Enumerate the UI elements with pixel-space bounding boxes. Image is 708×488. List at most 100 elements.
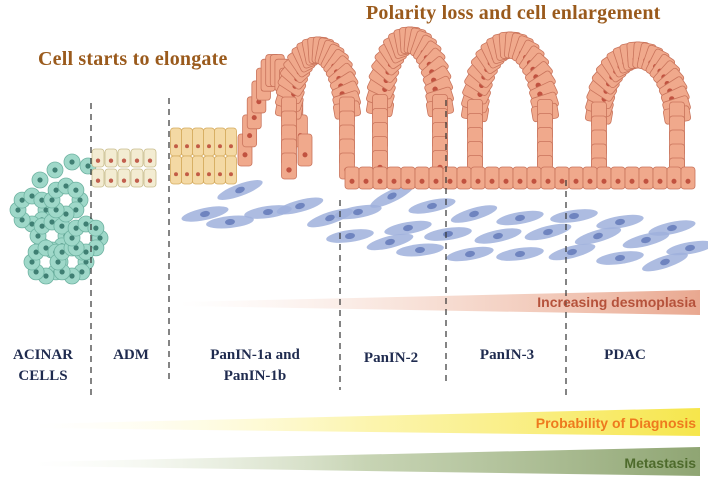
fibroblast-cell — [496, 247, 544, 261]
epithelial-cell — [143, 168, 157, 188]
fibroblast-cell — [524, 223, 572, 241]
epithelial-cell — [442, 166, 458, 190]
epithelial-cell — [358, 166, 374, 190]
epithelial-cell — [181, 155, 193, 185]
epithelial-cell — [526, 166, 542, 190]
epithelial-duct — [9, 26, 696, 285]
epithelial-cell — [456, 166, 472, 190]
epithelial-cell — [203, 127, 215, 157]
panin-loop-4 — [460, 31, 560, 182]
epithelial-cell — [214, 127, 226, 157]
acinar-cell — [31, 171, 49, 189]
fibroblast-cell — [370, 184, 414, 208]
acinar-cell — [87, 219, 105, 237]
fibroblast-cell — [548, 243, 596, 261]
epithelial-cell — [638, 166, 654, 190]
desmoplasia-bar — [180, 290, 700, 315]
stage-label-adm: ADM — [113, 347, 149, 363]
stage-label-panin1: PanIN-1a and PanIN-1b — [210, 347, 300, 384]
acinar-cell — [73, 263, 91, 281]
fibroblast-cell — [474, 228, 522, 244]
acinar-cell — [63, 153, 81, 171]
adm-duct — [91, 148, 157, 188]
epithelial-cell — [428, 166, 444, 190]
stage-label-acinar-text: ACINAR CELLS — [13, 347, 73, 384]
epithelial-cell — [596, 166, 612, 190]
epithelial-cell — [143, 148, 157, 168]
diagnosis-bar — [35, 408, 700, 436]
label-increasing-desmoplasia: Increasing desmoplasia — [537, 294, 696, 310]
stage-label-panin2: PanIN-2 — [363, 350, 419, 366]
epithelial-cell — [130, 168, 144, 188]
stage-label-acinar: ACINAR CELLS — [3, 345, 83, 387]
stroma-fibroblasts — [181, 180, 708, 272]
acinar-cluster — [9, 153, 109, 285]
fibroblast-cell — [574, 227, 622, 245]
epithelial-cell — [470, 166, 486, 190]
epithelial-cell — [104, 148, 118, 168]
epithelial-cell — [372, 166, 388, 190]
fibroblast-cell — [408, 198, 456, 214]
epithelial-cell — [624, 166, 640, 190]
epithelial-cell — [170, 127, 182, 157]
fibroblast-cell — [276, 197, 324, 215]
fibroblast-cell — [446, 246, 494, 262]
fibroblast-cell — [366, 233, 414, 251]
epithelial-cell — [680, 166, 696, 190]
epithelial-cell — [214, 155, 226, 185]
epithelial-cell — [484, 166, 500, 190]
epithelial-cell — [400, 166, 416, 190]
heading-cell-elongate: Cell starts to elongate — [38, 48, 228, 70]
epithelial-cell — [192, 155, 204, 185]
epithelial-cell — [297, 133, 313, 167]
epithelial-cell — [554, 166, 570, 190]
epithelial-cell — [414, 166, 430, 190]
panin1-duct — [170, 127, 237, 185]
stage-dividers — [90, 98, 567, 400]
acinar-cell — [46, 161, 64, 179]
epithelial-cell — [91, 168, 105, 188]
fibroblast-cell — [384, 220, 432, 236]
metastasis-bar — [35, 447, 700, 476]
acinar-cell — [67, 181, 85, 199]
epithelial-cell — [192, 127, 204, 157]
epithelial-cell — [512, 166, 528, 190]
fibroblast-cell — [424, 227, 472, 241]
epithelial-cell — [610, 166, 626, 190]
fibroblast-cell — [326, 229, 374, 243]
fibroblast-cell — [596, 214, 644, 230]
panin-base — [344, 166, 696, 190]
epithelial-cell — [582, 166, 598, 190]
fibroblast-cell — [642, 252, 688, 272]
fibroblast-cell — [596, 251, 644, 265]
fibroblast-cell — [622, 231, 670, 249]
panin-loop-3 — [365, 26, 455, 177]
epithelial-cell — [117, 148, 131, 168]
epithelial-cell — [281, 152, 297, 180]
epithelial-cell — [117, 168, 131, 188]
epithelial-cell — [104, 168, 118, 188]
fibroblast-cell — [550, 209, 598, 223]
epithelial-cell — [652, 166, 668, 190]
epithelial-cell — [130, 148, 144, 168]
epithelial-cell — [498, 166, 514, 190]
epithelial-cell — [386, 166, 402, 190]
epithelial-cell — [666, 166, 682, 190]
label-metastasis: Metastasis — [624, 455, 696, 471]
epithelial-cell — [203, 155, 215, 185]
fibroblast-cell — [217, 180, 263, 200]
stage-label-pdac: PDAC — [604, 347, 646, 363]
epithelial-cell — [170, 155, 182, 185]
panin-loop-2 — [274, 36, 362, 180]
fibroblast-cell — [666, 240, 708, 256]
fibroblast-cell — [206, 215, 254, 229]
fibroblast-cell — [396, 243, 444, 257]
epithelial-cell — [225, 127, 237, 157]
epithelial-cell — [225, 155, 237, 185]
fibroblast-cell — [450, 205, 498, 223]
epithelial-cell — [91, 148, 105, 168]
fibroblast-cell — [496, 210, 544, 226]
fibroblast-cell — [181, 206, 229, 222]
